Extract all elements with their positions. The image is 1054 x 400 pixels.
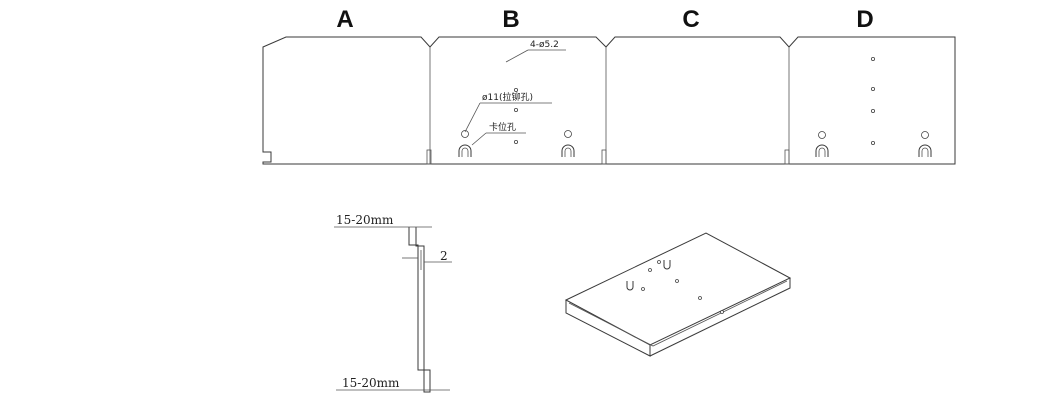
panel-label-c: C [682,6,699,33]
panel-b-holes [458,88,575,157]
panel-label-a: A [336,6,353,33]
bolt-hole-callout: 4-ø5.2 [530,40,559,50]
side-profile: 15-20mm 2 15-20mm [334,213,452,393]
locating-hole-callout: 卡位孔 [489,121,516,133]
panel-label-d: D [856,6,873,33]
annotations: 4-ø5.2 ø11(拉铆孔) 卡位孔 [464,40,566,146]
unfolded-panel-strip [262,36,956,165]
top-flange-dimension: 15-20mm [336,213,394,227]
panel-label-b: B [502,6,519,33]
panel-d-holes [815,57,932,157]
rivet-hole-callout: ø11(拉铆孔) [482,91,533,103]
bottom-flange-dimension: 15-20mm [342,376,400,390]
thickness-dimension: 2 [440,249,448,263]
isometric-view [564,232,792,357]
